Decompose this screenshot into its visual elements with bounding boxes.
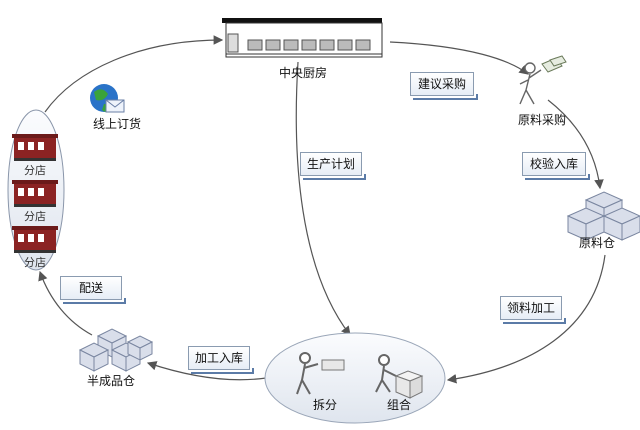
- central-kitchen-label: 中央厨房: [279, 66, 328, 80]
- split-label: 拆分: [313, 398, 338, 412]
- arrow-warehouse-to-processing: [446, 254, 606, 384]
- globe-mail-icon: [90, 84, 125, 113]
- step-pick-process: 领料加工: [500, 296, 566, 324]
- arrow-processing-to-semi: [146, 361, 267, 381]
- online-order-label: 线上订货: [93, 117, 142, 131]
- worker-icon: [375, 354, 424, 399]
- step-production-plan: 生产计划: [300, 152, 366, 180]
- shop-icon: [12, 226, 58, 253]
- arrow-shops-to-kitchen: [44, 35, 224, 113]
- shop-icon: [12, 134, 58, 161]
- shop-icon: [12, 180, 58, 207]
- assemble-label: 组合: [387, 398, 412, 412]
- step-delivery: 配送: [60, 276, 126, 304]
- arrow-kitchen-to-processing: [295, 61, 351, 336]
- arrow-semi-to-shops: [38, 270, 93, 336]
- branch-label: 分店: [24, 210, 46, 223]
- arrow-kitchen-to-purchase: [389, 41, 529, 75]
- step-inspect-store: 校验入库: [522, 152, 590, 180]
- boxes-icon: [566, 191, 640, 241]
- raw-warehouse-label: 原料仓: [579, 236, 616, 250]
- branch-label: 分店: [24, 164, 46, 177]
- semi-warehouse-label: 半成品仓: [87, 374, 136, 388]
- factory-icon: [222, 18, 383, 58]
- step-process-store: 加工入库: [188, 346, 254, 374]
- arrow-purchase-to-warehouse: [547, 99, 604, 190]
- branch-label: 分店: [24, 256, 46, 269]
- worker-icon: [296, 352, 345, 395]
- raw-purchase-label: 原料采购: [518, 113, 567, 127]
- step-suggest-purchase: 建议采购: [410, 72, 478, 100]
- boxes-icon: [78, 328, 154, 372]
- buyer-icon: [519, 55, 567, 105]
